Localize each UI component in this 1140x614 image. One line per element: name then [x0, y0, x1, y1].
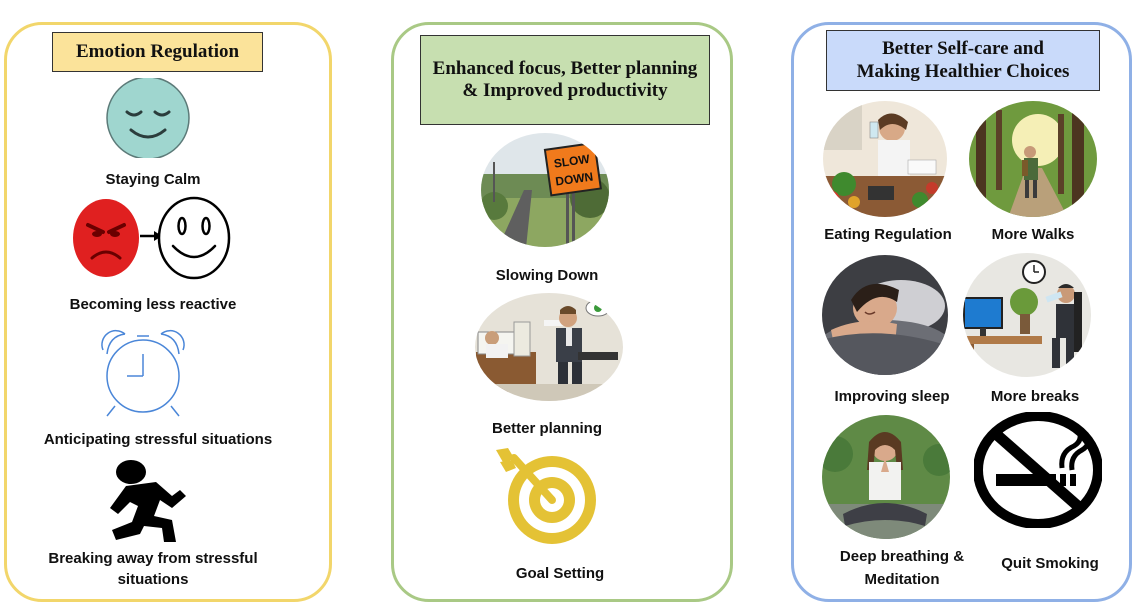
running-person-icon: [110, 460, 186, 542]
forest-walk-photo: [969, 101, 1097, 217]
anticipating-stressful-label: Anticipating stressful situations: [43, 431, 273, 448]
focus-productivity-title: Enhanced focus, Better planning & Improv…: [420, 35, 710, 125]
work-break-photo: [963, 253, 1091, 377]
deep-breathing-label-line1: Deep breathing &: [839, 548, 965, 565]
becoming-less-reactive-label: Becoming less reactive: [69, 296, 237, 313]
svg-text:DOWN: DOWN: [554, 169, 594, 188]
angry-to-happy-icon: [73, 196, 231, 280]
improving-sleep-label: Improving sleep: [834, 388, 950, 405]
emotion-regulation-title: Emotion Regulation: [52, 32, 263, 72]
self-care-title: Better Self-care and Making Healthier Ch…: [826, 30, 1100, 91]
healthy-eating-photo: [823, 101, 947, 217]
svg-text:SLOW: SLOW: [553, 152, 591, 171]
better-planning-label: Better planning: [491, 420, 602, 437]
slow-down-sign-photo: SLOW DOWN: [481, 133, 609, 247]
calm-face-icon: [106, 78, 190, 158]
emotion-regulation-panel: [4, 22, 332, 602]
self-care-panel: [791, 22, 1132, 602]
self-care-title-line1: Better Self-care and: [882, 38, 1044, 60]
office-planning-photo: [475, 293, 623, 401]
sleeping-person-photo: [822, 255, 948, 375]
quit-smoking-label: Quit Smoking: [1001, 555, 1099, 572]
staying-calm-label: Staying Calm: [105, 171, 201, 188]
focus-productivity-title-text: Enhanced focus, Better planning & Improv…: [432, 57, 698, 101]
breaking-away-label-line2: situations: [117, 571, 189, 588]
no-smoking-icon: [974, 412, 1102, 528]
eating-regulation-label: Eating Regulation: [824, 226, 952, 243]
alarm-clock-icon: [101, 329, 185, 417]
self-care-title-line2: Making Healthier Choices: [856, 60, 1070, 82]
meditation-photo: [822, 415, 950, 539]
more-walks-label: More Walks: [991, 226, 1075, 243]
slowing-down-label: Slowing Down: [495, 267, 599, 284]
emotion-regulation-title-text: Emotion Regulation: [75, 40, 240, 62]
goal-setting-label: Goal Setting: [515, 565, 605, 582]
focus-productivity-panel: [391, 22, 733, 602]
breaking-away-label-line1: Breaking away from stressful: [48, 550, 258, 567]
more-breaks-label: More breaks: [990, 388, 1080, 405]
target-icon: [496, 448, 596, 544]
deep-breathing-label-line2: Meditation: [864, 571, 940, 588]
